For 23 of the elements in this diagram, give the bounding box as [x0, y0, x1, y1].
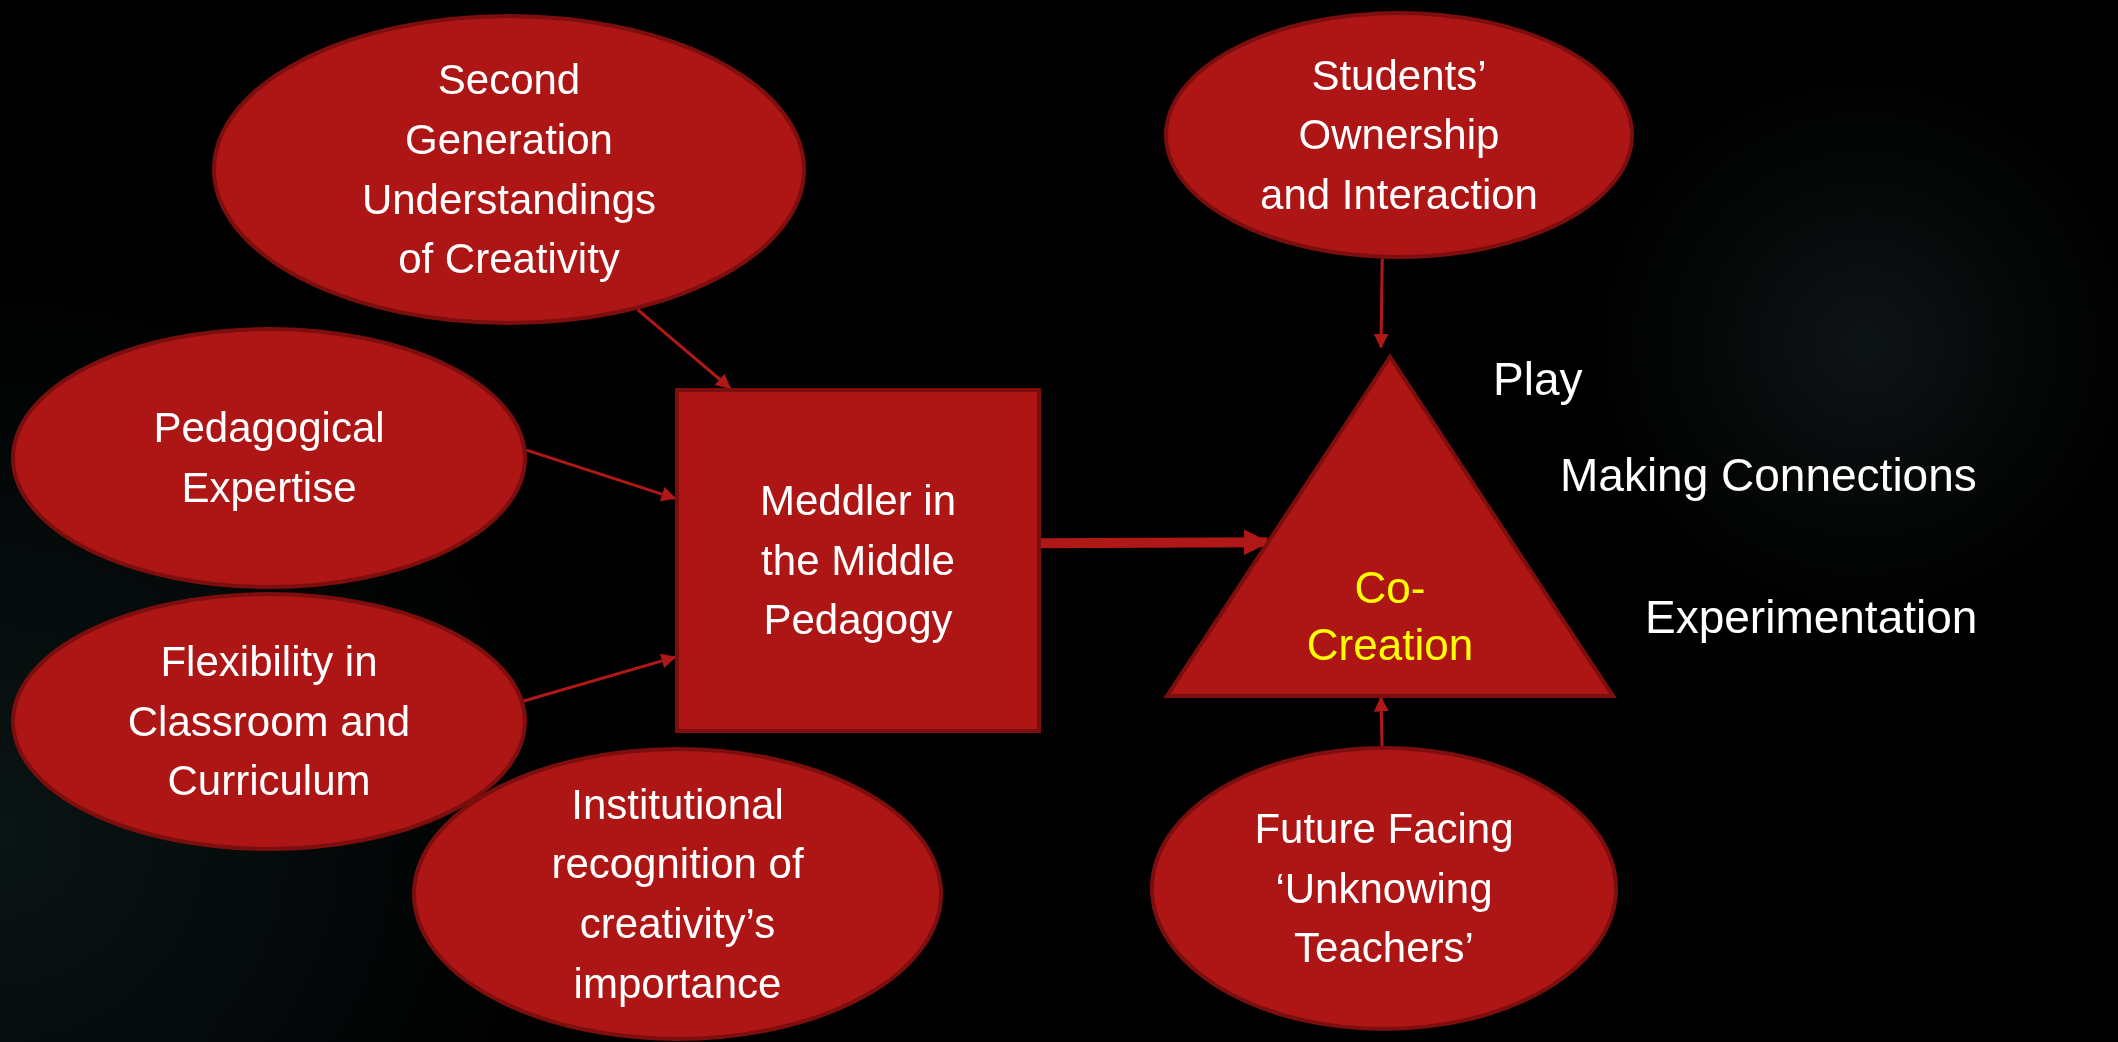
- node-label: Institutional recognition of creativity’s importance: [550, 779, 805, 1009]
- ellipse-node: [1164, 11, 1634, 259]
- arrow: [636, 308, 732, 390]
- ellipse-node: [412, 747, 943, 1041]
- node-label: Future Facing ‘Unknowing Teachers’: [1253, 804, 1515, 974]
- arrow: [1373, 258, 1389, 349]
- arrow: [1041, 529, 1270, 556]
- arrow: [523, 653, 677, 703]
- process-box: [675, 388, 1041, 733]
- side-label: Play: [1493, 352, 1583, 406]
- ellipse-node: [11, 592, 527, 851]
- side-label: Experimentation: [1645, 590, 1978, 644]
- ellipse-node: [212, 14, 806, 325]
- node-label: Second Generation Understandings of Creativity: [360, 55, 658, 285]
- arrow: [526, 448, 677, 502]
- node-label: Students’ Ownership and Interaction: [1259, 50, 1539, 220]
- node-label: Flexibility in Classroom and Curriculum: [126, 637, 412, 807]
- node-label: Meddler in the Middle Pedagogy: [758, 476, 958, 646]
- side-label: Making Connections: [1560, 448, 1977, 502]
- node-label: Pedagogical Expertise: [152, 403, 386, 513]
- ellipse-node: [11, 327, 527, 589]
- ellipse-node: [1150, 746, 1618, 1031]
- node-label: Co- Creation: [1305, 562, 1475, 672]
